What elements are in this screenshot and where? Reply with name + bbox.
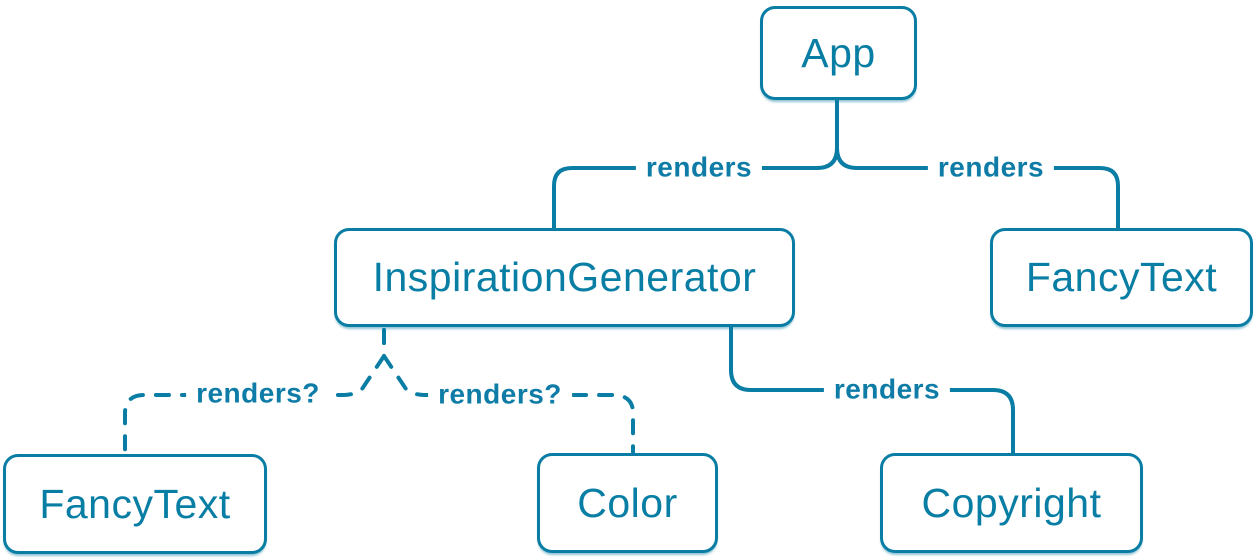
node-copyright: Copyright [880, 453, 1143, 553]
node-inspiration-generator-label: InspirationGenerator [372, 254, 757, 300]
node-inspiration-generator: InspirationGenerator [334, 228, 795, 327]
edge-label-renders-right: renders [927, 152, 1055, 184]
node-fancy-text-top-label: FancyText [1025, 254, 1218, 300]
node-fancy-text-top: FancyText [990, 228, 1253, 327]
node-fancy-text-bottom: FancyText [3, 454, 267, 554]
node-color: Color [537, 453, 718, 553]
node-copyright-label: Copyright [921, 479, 1102, 526]
node-app-label: App [801, 29, 876, 76]
edge-inspirationgenerator-fancytext-conditional [123, 328, 386, 456]
edge-label-renders-left: renders [635, 152, 763, 184]
edge-label-renders-copyright: renders [823, 374, 951, 406]
edge-inspirationgenerator-color-conditional [382, 328, 635, 455]
edge-label-renders-conditional-right: renders? [428, 379, 572, 411]
edge-label-renders-conditional-left: renders? [186, 378, 330, 410]
node-fancy-text-bottom-label: FancyText [39, 480, 231, 527]
node-color-label: Color [577, 479, 678, 526]
node-app: App [760, 6, 917, 100]
